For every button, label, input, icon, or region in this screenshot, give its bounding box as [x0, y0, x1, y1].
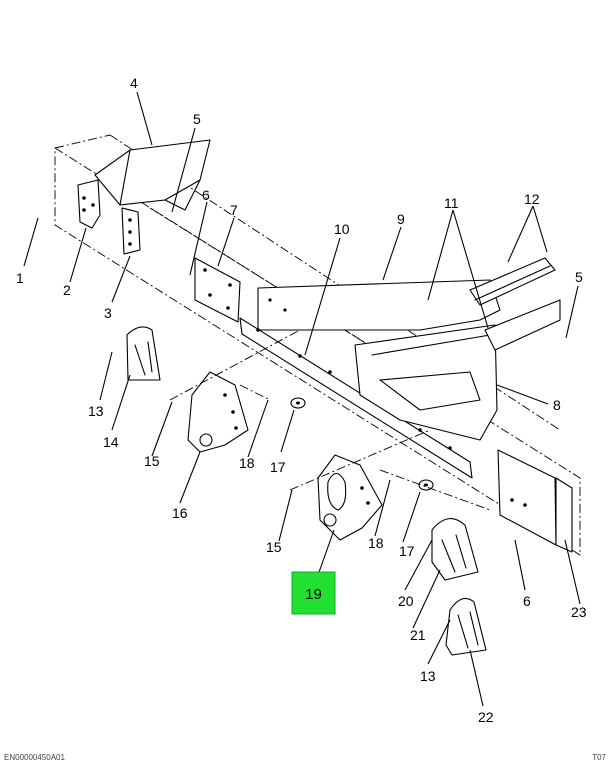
callout-16: 16: [172, 505, 188, 521]
part-9-gusset: [257, 279, 501, 331]
part-4-crossmember-bracket: [94, 139, 211, 211]
callout-17: 17: [270, 459, 286, 475]
callout-9: 9: [397, 211, 405, 227]
part-23-end-plate: [497, 449, 573, 553]
part-14-bracket: [126, 326, 161, 381]
alignment-lines: [169, 329, 491, 511]
callout-23: 23: [571, 604, 587, 620]
callout-4: 4: [130, 75, 138, 91]
callout-18: 18: [239, 455, 255, 471]
callout-13: 13: [88, 403, 104, 419]
callout-labels: 4 5 1 2 3 6 7 10 9 11 12 5 8 13 14 15 16…: [16, 75, 587, 725]
callout-5b: 5: [575, 269, 583, 285]
callout-18b: 18: [368, 535, 384, 551]
callout-17b: 17: [399, 543, 415, 559]
callout-20: 20: [398, 593, 414, 609]
callout-12: 12: [524, 191, 540, 207]
callout-7: 7: [230, 202, 238, 218]
callout-14: 14: [103, 434, 119, 450]
callout-8: 8: [553, 397, 561, 413]
footer-page-code: T07: [592, 753, 606, 762]
callout-6: 6: [202, 187, 210, 203]
callout-10: 10: [334, 221, 350, 237]
part-16-spring-hanger: [187, 371, 249, 453]
callout-3: 3: [104, 305, 112, 321]
callout-13b: 13: [420, 668, 436, 684]
callout-21: 21: [410, 627, 426, 643]
callout-15: 15: [144, 453, 160, 469]
callout-5: 5: [193, 111, 201, 127]
callout-2: 2: [63, 282, 71, 298]
callout-15b: 15: [266, 539, 282, 555]
footer-figure-id: EN00000450A01: [4, 753, 65, 762]
callout-6b: 6: [523, 593, 531, 609]
part-22-bracket: [445, 597, 487, 656]
callout-19: 19: [305, 586, 322, 603]
part-7-bracket-plate: [194, 257, 241, 323]
part-2-bracket: [77, 179, 101, 229]
part-17-washers: [290, 397, 434, 491]
callout-19-highlight[interactable]: 19: [291, 571, 336, 615]
part-21-bracket: [431, 518, 479, 581]
part-12-rails: [469, 257, 556, 306]
callout-11: 11: [444, 195, 459, 211]
callout-1: 1: [16, 270, 24, 286]
callout-22: 22: [478, 709, 494, 725]
part-8-rear-crossmember: [354, 299, 561, 441]
part-3-plate: [121, 207, 141, 255]
part-19-spring-hanger: [317, 454, 383, 541]
highlight-box[interactable]: [291, 571, 336, 615]
leader-lines: [23, 91, 581, 707]
